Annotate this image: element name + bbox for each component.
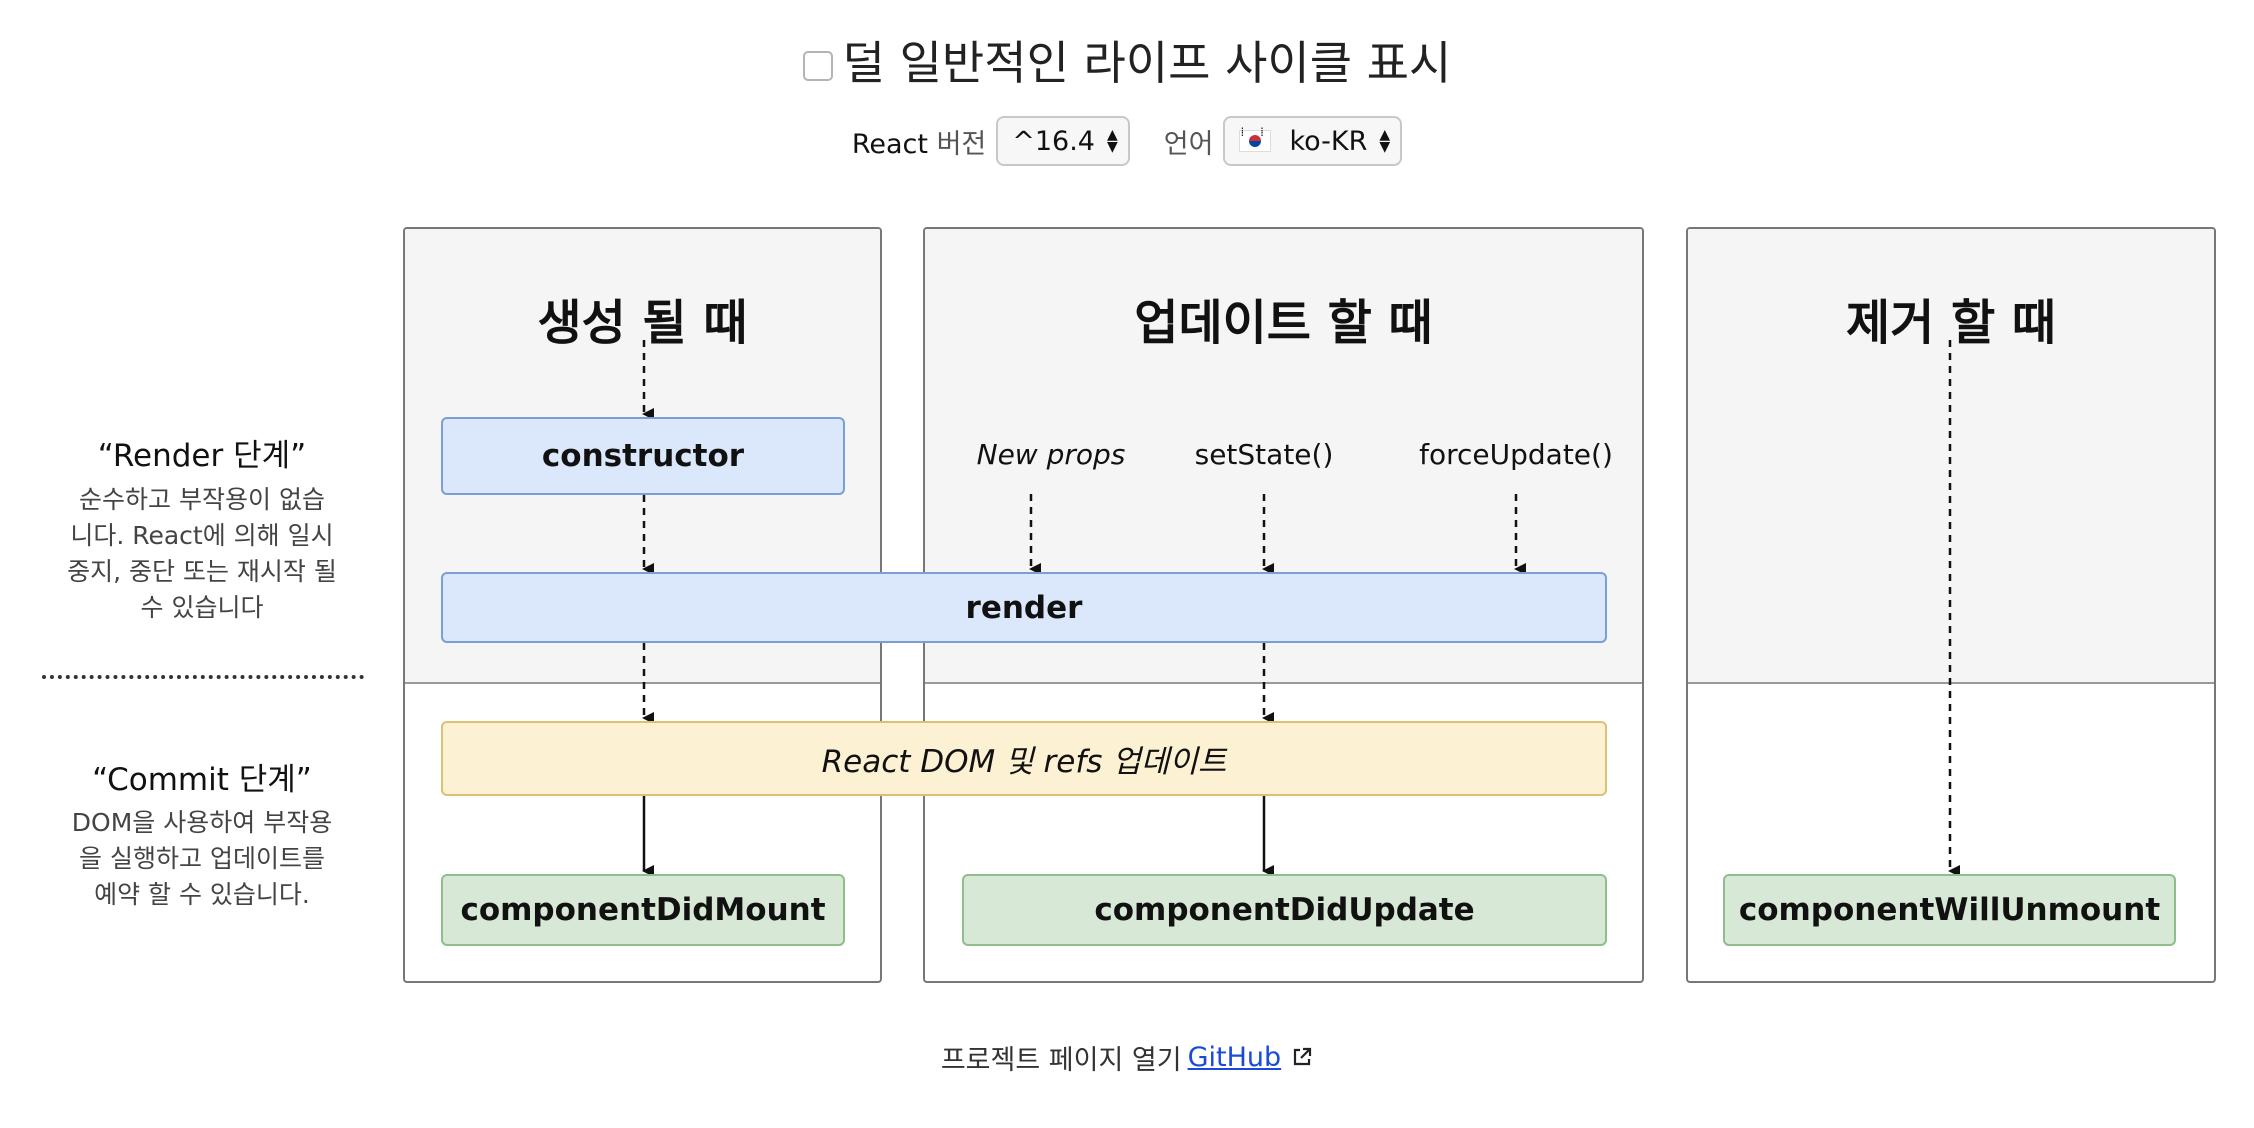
render-box[interactable]: render (441, 572, 1607, 643)
component-will-unmount-box[interactable]: componentWillUnmount (1723, 874, 2176, 946)
commit-phase-description-line: 을 실행하고 업데이트를 (79, 844, 325, 873)
trigger-force-update: forceUpdate() (1419, 438, 1613, 471)
external-link-icon[interactable] (1291, 1046, 1313, 1068)
select-arrows-icon: ▲▼ (1107, 127, 1118, 155)
controls-row: React 버전 ^16.4 ▲▼ 언어 ko-KR ▲▼ (0, 114, 2254, 168)
render-phase-description-line: 니다. React에 의해 일시 (70, 521, 334, 550)
react-version-label-ko: 버전 (936, 128, 987, 160)
footer-text: 프로젝트 페이지 열기 (940, 1044, 1182, 1076)
github-link[interactable]: GitHub (1187, 1041, 1282, 1073)
unmounting-column: 제거 할 때 (1686, 227, 2216, 983)
commit-phase-description: DOM을 사용하여 부작용 을 실행하고 업데이트를 예약 할 수 있습니다. (52, 805, 352, 913)
render-phase-title: “Render 단계” (97, 438, 307, 474)
render-phase-description-line: 중지, 중단 또는 재시작 될 (67, 557, 337, 586)
constructor-box[interactable]: constructor (441, 417, 845, 495)
show-less-common-lifecycles-checkbox[interactable] (802, 51, 833, 81)
phase-divider (42, 675, 364, 679)
commit-phase-title: “Commit 단계” (92, 762, 312, 798)
trigger-set-state: setState() (1194, 438, 1334, 471)
react-version-label-en: React (851, 128, 928, 160)
render-phase-description: 순수하고 부작용이 없습 니다. React에 의해 일시 중지, 중단 또는 … (52, 482, 352, 626)
language-label: 언어 (1163, 128, 1214, 160)
korea-flag-icon (1239, 125, 1272, 152)
footer: 프로젝트 페이지 열기 GitHub (0, 1037, 2254, 1077)
component-did-update-box[interactable]: componentDidUpdate (962, 874, 1607, 946)
render-phase-description-line: 수 있습니다 (140, 593, 264, 622)
language-value: ko-KR (1289, 125, 1368, 157)
react-version-label: React 버전 (852, 122, 986, 161)
react-version-value: ^16.4 (1012, 125, 1095, 157)
updating-column-title: 업데이트 할 때 (1134, 295, 1433, 351)
trigger-new-props: New props (976, 438, 1126, 471)
render-phase-description-line: 순수하고 부작용이 없습 (79, 485, 325, 514)
language-select[interactable]: ko-KR ▲▼ (1223, 116, 1403, 166)
component-did-mount-box[interactable]: componentDidMount (441, 874, 845, 946)
lifecycle-toggle-row: 덜 일반적인 라이프 사이클 표시 (0, 28, 2254, 92)
react-version-select[interactable]: ^16.4 ▲▼ (996, 116, 1130, 166)
mounting-column-title: 생성 될 때 (537, 295, 748, 351)
commit-phase-description-line: DOM을 사용하여 부작용 (71, 808, 333, 837)
commit-phase-description-line: 예약 할 수 있습니다. (94, 880, 310, 909)
react-dom-update-box[interactable]: React DOM 및 refs 업데이트 (441, 721, 1607, 796)
show-less-common-lifecycles-label[interactable]: 덜 일반적인 라이프 사이클 표시 (842, 36, 1452, 90)
select-arrows-icon: ▲▼ (1379, 127, 1391, 155)
render-phase-region (1688, 229, 2214, 684)
